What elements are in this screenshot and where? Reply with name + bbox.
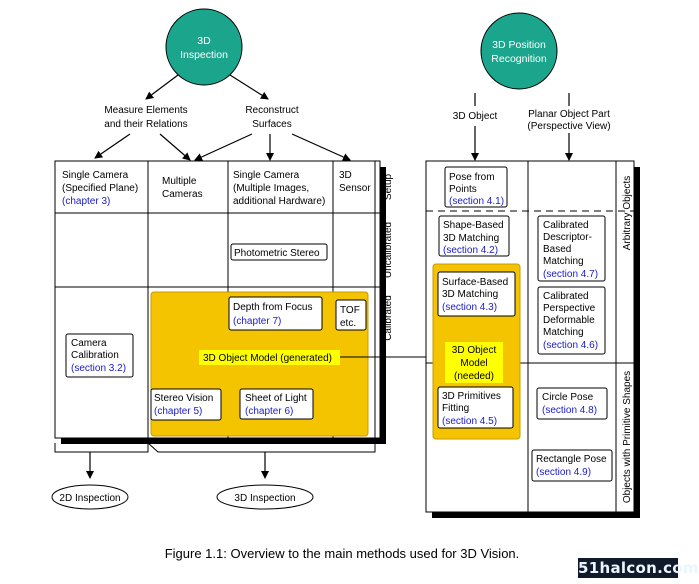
top-branch-arrows (145, 74, 570, 106)
model-generated-label: 3D Object Model (generated) (203, 353, 332, 364)
photometric-stereo-label: Photometric Stereo (234, 248, 320, 259)
primitive-shapes-label: Objects with Primitive Shapes (622, 371, 633, 503)
surface-matching-box (437, 271, 516, 317)
setup-row-label: Setup (383, 173, 394, 200)
stereo-vision-label: Stereo Vision(chapter 5) (154, 393, 213, 417)
3d-object-label: 3D Object (453, 111, 498, 122)
rectangle-pose-box (531, 449, 613, 482)
chapter-3-ref: (chapter 3) (62, 196, 110, 207)
model-generated-label-bg (199, 350, 340, 365)
photometric-stereo-box (230, 243, 328, 261)
sheet-of-light-box (239, 388, 314, 420)
depth-from-focus-box (228, 296, 323, 331)
shape-matching-box (438, 215, 510, 257)
single-camera-header: Single Camera(Specified Plane) (62, 170, 138, 194)
depth-from-focus-label: Depth from Focus(chapter 7) (233, 302, 312, 327)
figure-caption: Figure 1.1: Overview to the main methods… (164, 546, 520, 561)
descriptor-matching-box (537, 215, 606, 282)
deformable-matching-box (537, 286, 606, 355)
model-needed-label-bg (445, 342, 503, 383)
camera-calibration-box (65, 333, 134, 378)
right-methods-table: Arbitrary Objects Objects with Primitive… (425, 160, 640, 518)
single-camera-multi-header: Single Camera(Multiple Images,additional… (233, 170, 325, 207)
tof-box (335, 299, 367, 331)
left-outputs: 2D Inspection 3D Inspection (51, 442, 376, 510)
rectangle-pose-label: Rectangle Pose(section 4.9) (536, 454, 607, 478)
3d-inspection-label: 3D Inspection (234, 493, 295, 504)
3d-inspection-output (216, 484, 314, 510)
pose-from-points-box (444, 166, 508, 208)
planar-object-label: Planar Object Part(Perspective View) (527, 109, 610, 132)
arbitrary-objects-label: Arbitrary Objects (622, 176, 633, 250)
uncalibrated-row-label: Uncalibrated (383, 222, 394, 278)
column-arrows (94, 126, 573, 161)
left-methods-table: Single Camera(Specified Plane) (chapter … (54, 160, 394, 444)
stereo-vision-box (150, 388, 222, 421)
circle-pose-label: Circle Pose(section 4.8) (542, 392, 597, 416)
2d-inspection-output (51, 484, 129, 510)
calibrated-row-label: Calibrated (383, 295, 394, 341)
2d-inspection-label: 2D Inspection (59, 493, 120, 504)
primitives-fitting-box (437, 386, 514, 429)
watermark-logo: 51halcon.com (578, 558, 699, 578)
circle-pose-box (536, 387, 608, 420)
sheet-of-light-label: Sheet of Light(chapter 6) (245, 393, 307, 417)
